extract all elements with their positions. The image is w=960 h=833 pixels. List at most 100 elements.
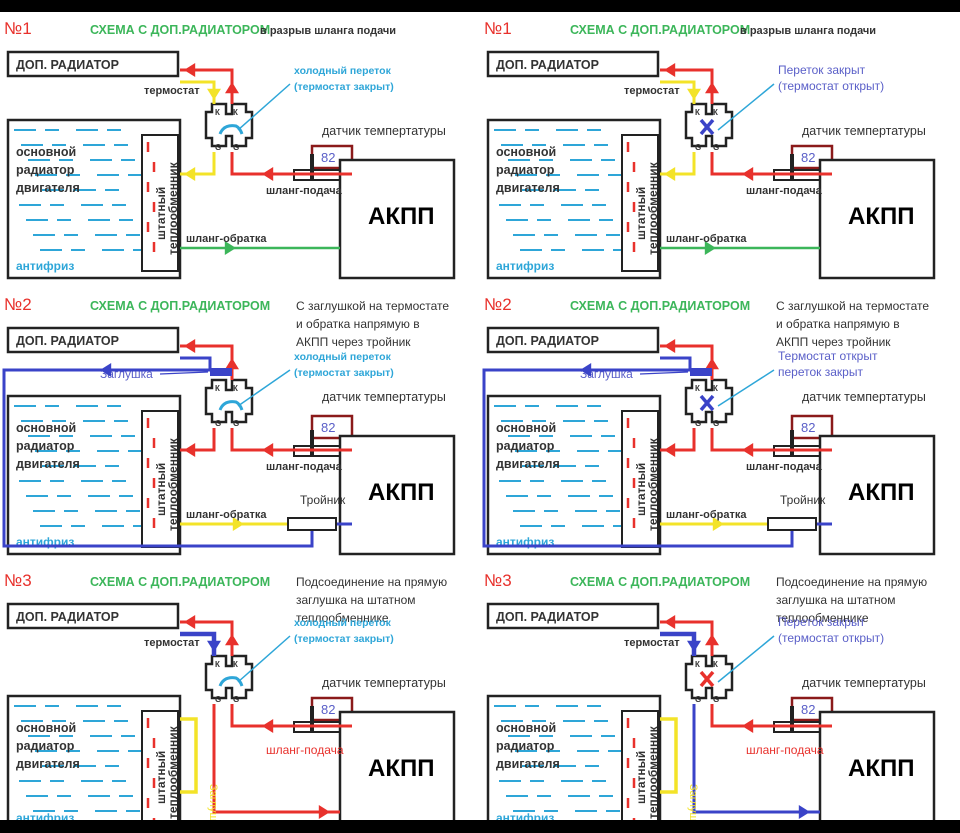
note-leader <box>717 635 775 683</box>
akpp-label: АКПП <box>368 479 434 506</box>
thermostat-label: термостат <box>624 637 680 649</box>
supply-hose <box>230 704 352 728</box>
port-k-left: К <box>695 108 700 117</box>
port-g-right: G <box>713 143 719 152</box>
heat-exchanger-label: штатный <box>634 751 648 804</box>
flow-arrow <box>705 82 719 94</box>
port-k-left: К <box>695 384 700 393</box>
engine-radiator-text: основной <box>496 721 556 735</box>
scheme-subtitle: Подсоединение на прямую <box>296 575 447 589</box>
flow-arrow <box>262 443 274 457</box>
flow-note: Термостат открыт <box>778 349 878 363</box>
engine-radiator-text: двигателя <box>496 757 560 771</box>
flow-note: Переток закрыт <box>778 615 866 629</box>
akpp-box <box>338 710 456 832</box>
heat-exchanger-box <box>621 134 659 272</box>
flow-arrow <box>798 805 810 819</box>
heat-exchanger-label: теплообменник <box>646 725 660 819</box>
note-leader <box>717 83 775 131</box>
flow-arrow <box>225 82 239 94</box>
bypass-flow-icon <box>218 676 244 687</box>
akpp-box <box>818 158 936 280</box>
thermostat-label: термостат <box>144 637 200 649</box>
flow-arrow <box>262 167 274 181</box>
akpp-box <box>338 158 456 280</box>
flow-arrow <box>225 634 239 646</box>
tee-label: Тройник <box>780 493 826 507</box>
sensor-label: датчик темпертатуры <box>322 676 446 690</box>
port-k-left: К <box>215 660 220 669</box>
port-g-left: G <box>695 695 701 704</box>
engine-radiator-text: двигателя <box>16 457 80 471</box>
sensor-label: датчик темпертатуры <box>802 124 926 138</box>
flow-arrow <box>664 63 676 77</box>
engine-radiator-text: основной <box>496 421 556 435</box>
antifreeze-label: антифриз <box>496 811 554 820</box>
port-g-right: G <box>713 695 719 704</box>
flow-arrow <box>664 339 676 353</box>
flow-arrow <box>207 640 221 652</box>
flow-note: (термостат закрыт) <box>294 81 394 93</box>
note-leader <box>237 635 291 683</box>
tee-fitting <box>767 517 817 531</box>
engine-radiator-text: радиатор <box>16 163 75 177</box>
sensor-value: 82 <box>801 702 815 717</box>
flow-arrow <box>704 241 716 255</box>
engine-radiator-text: основной <box>496 145 556 159</box>
port-k-right: К <box>233 660 238 669</box>
flow-note: (термостат закрыт) <box>294 367 394 379</box>
engine-radiator-text: радиатор <box>496 739 555 753</box>
heat-exchanger-box <box>621 410 659 548</box>
antifreeze-label: антифриз <box>16 259 74 273</box>
antifreeze-label: антифриз <box>16 811 74 820</box>
akpp-box <box>338 434 456 556</box>
flow-arrow <box>184 615 196 629</box>
flow-note: переток закрыт <box>778 365 863 379</box>
supply-hose-label: шланг-подача <box>746 743 824 757</box>
port-g-right: G <box>233 143 239 152</box>
scheme-subtitle: теплообменнике <box>296 611 389 625</box>
note-leader <box>717 369 775 407</box>
engine-radiator-text: радиатор <box>496 163 555 177</box>
scheme-subtitle: и обратка напрямую в <box>296 317 420 331</box>
engine-radiator-text: двигателя <box>496 457 560 471</box>
sensor-label: датчик темпертатуры <box>322 390 446 404</box>
supply-hose-label: шланг-подача <box>266 461 343 473</box>
plug-cap <box>210 368 232 376</box>
scheme-title: СХЕМА С ДОП.РАДИАТОРОМ <box>570 23 750 37</box>
extra-radiator-box <box>486 50 660 78</box>
sensor-value: 82 <box>321 150 335 165</box>
scheme-subtitle: С заглушкой на термостате <box>296 299 449 313</box>
sensor-display <box>310 414 354 440</box>
note-leader <box>237 369 291 407</box>
engine-radiator-text: двигателя <box>16 757 80 771</box>
scheme-subtitle: в разрыв шланга подачи <box>260 25 396 37</box>
port-k-right: К <box>713 660 718 669</box>
extra-radiator-label: ДОП. РАДИАТОР <box>16 610 119 624</box>
extra-radiator-label: ДОП. РАДИАТОР <box>496 610 599 624</box>
scheme-subtitle: и обратка напрямую в <box>776 317 900 331</box>
port-g-right: G <box>233 695 239 704</box>
supply-hose <box>230 152 352 176</box>
flow-arrow <box>705 358 719 370</box>
scheme-subtitle: в разрыв шланга подачи <box>740 25 876 37</box>
port-g-right: G <box>233 419 239 428</box>
sensor-display <box>790 414 834 440</box>
heat-exchanger-label: штатный <box>154 751 168 804</box>
exchanger-plug-label: Заглушка <box>207 784 219 820</box>
thermostat-label: термостат <box>144 85 200 97</box>
heat-exchanger-label: теплообменник <box>166 161 180 255</box>
scheme-subtitle: АКПП через тройник <box>776 335 891 349</box>
scheme-subtitle: теплообменнике <box>776 611 869 625</box>
engine-radiator-text: основной <box>16 421 76 435</box>
akpp-label: АКПП <box>848 755 914 782</box>
engine-radiator-label: основной радиатор двигателя <box>496 721 560 771</box>
